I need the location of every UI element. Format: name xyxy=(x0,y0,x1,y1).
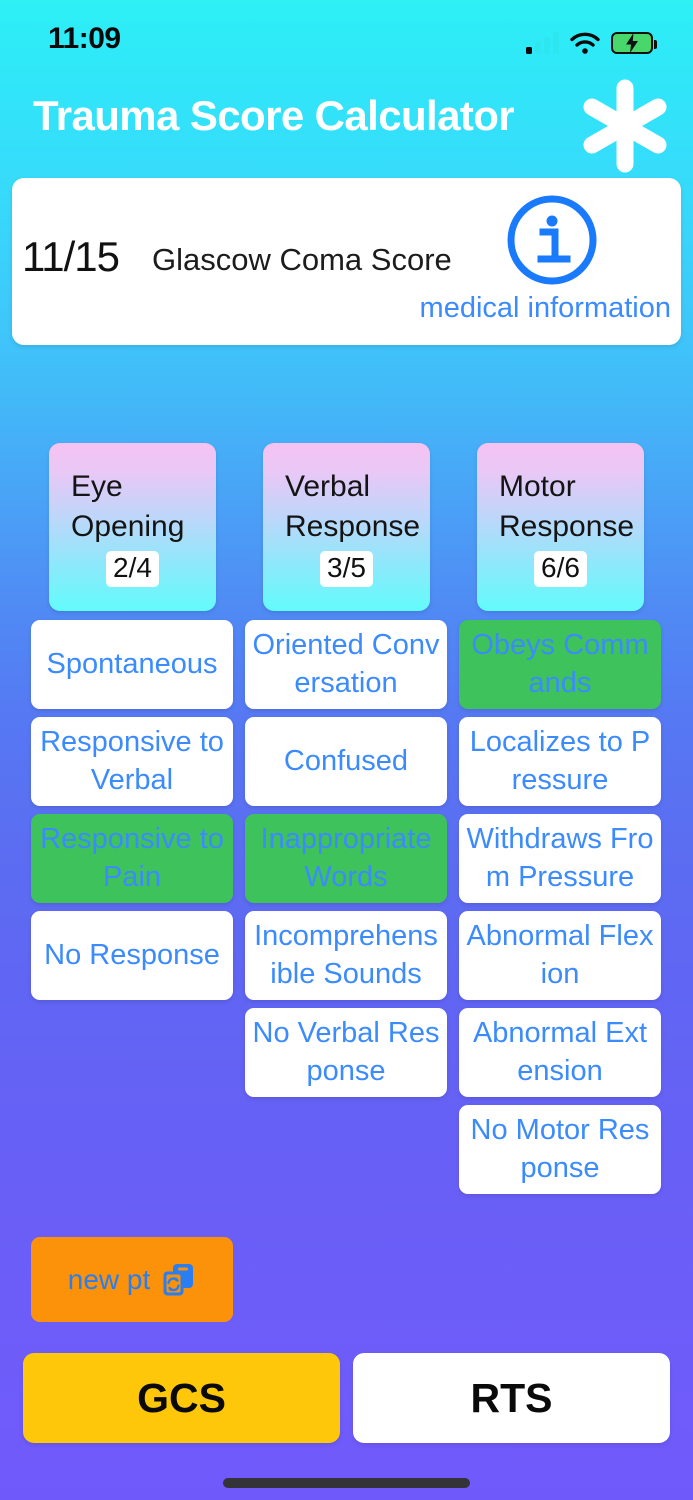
category-title-motor: Motor Response xyxy=(477,467,644,547)
option-button[interactable]: Incomprehensible Sounds xyxy=(245,911,447,1000)
options-column-motor: Obeys Commands Localizes to Pressure Wit… xyxy=(459,620,661,1202)
battery-charging-icon xyxy=(611,32,657,54)
asterisk-logo-icon xyxy=(569,78,681,174)
category-title-line1: Verbal xyxy=(285,470,371,504)
category-title-line1: Eye xyxy=(71,470,123,504)
duplicate-reset-document-icon xyxy=(160,1262,196,1298)
tab-rts[interactable]: RTS xyxy=(353,1353,670,1443)
category-title-verbal: Verbal Response xyxy=(263,467,430,547)
option-button[interactable]: Localizes to Pressure xyxy=(459,717,661,806)
option-button[interactable]: Responsive to Pain xyxy=(31,814,233,903)
option-button[interactable]: Withdraws From Pressure xyxy=(459,814,661,903)
category-title-eye: Eye Opening xyxy=(49,467,216,547)
category-title-line2: Response xyxy=(499,509,635,543)
info-circle-icon[interactable] xyxy=(503,191,601,289)
option-button[interactable]: Spontaneous xyxy=(31,620,233,709)
option-button[interactable]: Abnormal Flexion xyxy=(459,911,661,1000)
category-score-motor: 6/6 xyxy=(534,550,587,587)
option-button[interactable]: Responsive to Verbal xyxy=(31,717,233,806)
option-button[interactable]: No Response xyxy=(31,911,233,1000)
category-title-line2: Response xyxy=(285,509,421,543)
option-button[interactable]: No Motor Response xyxy=(459,1105,661,1194)
option-button[interactable]: Obeys Commands xyxy=(459,620,661,709)
options-column-eye: Spontaneous Responsive to Verbal Respons… xyxy=(31,620,233,1008)
cellular-signal-icon xyxy=(526,32,559,54)
wifi-icon xyxy=(570,32,600,54)
category-card-motor: Motor Response 6/6 xyxy=(477,443,644,611)
category-header-row: Eye Opening 2/4 Verbal Response 3/5 Moto… xyxy=(0,443,693,611)
category-title-line1: Motor xyxy=(499,470,576,504)
options-column-verbal: Oriented Conversation Confused Inappropr… xyxy=(245,620,447,1105)
new-patient-button[interactable]: new pt xyxy=(31,1237,233,1322)
status-bar-time: 11:09 xyxy=(48,22,121,55)
total-score-label: Glascow Coma Score xyxy=(152,242,452,277)
category-score-eye: 2/4 xyxy=(106,550,159,587)
total-score-value: 11/15 xyxy=(22,233,120,280)
category-score-verbal: 3/5 xyxy=(320,550,373,587)
option-button[interactable]: No Verbal Response xyxy=(245,1008,447,1097)
category-title-line2: Opening xyxy=(71,509,185,543)
status-bar-indicators xyxy=(526,26,657,54)
category-card-eye: Eye Opening 2/4 xyxy=(49,443,216,611)
option-button[interactable]: Abnormal Extension xyxy=(459,1008,661,1097)
category-card-verbal: Verbal Response 3/5 xyxy=(263,443,430,611)
bottom-tab-bar: GCS RTS xyxy=(0,1353,693,1443)
new-patient-label: new pt xyxy=(67,1263,151,1295)
page-title: Trauma Score Calculator xyxy=(33,92,515,139)
home-indicator[interactable] xyxy=(223,1478,470,1488)
option-button[interactable]: Confused xyxy=(245,717,447,806)
option-button[interactable]: Inappropriate Words xyxy=(245,814,447,903)
option-button[interactable]: Oriented Conversation xyxy=(245,620,447,709)
status-bar: 11:09 xyxy=(0,0,693,72)
tab-gcs[interactable]: GCS xyxy=(23,1353,340,1443)
medical-information-link[interactable]: medical information xyxy=(419,292,671,324)
